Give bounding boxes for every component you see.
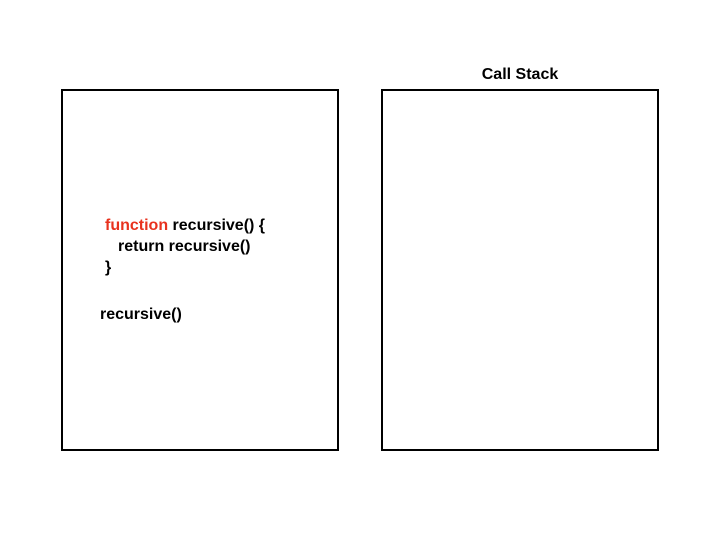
call-stack-title: Call Stack	[481, 66, 559, 83]
function-signature: recursive() {	[168, 217, 266, 234]
call-stack-panel	[381, 89, 659, 451]
return-statement-line: return recursive()	[118, 238, 251, 255]
function-keyword: function	[105, 217, 169, 234]
function-declaration-line: function recursive() {	[105, 215, 265, 237]
code-panel	[61, 89, 339, 451]
closing-brace-line: }	[105, 259, 112, 276]
function-call-line: recursive()	[100, 306, 182, 323]
